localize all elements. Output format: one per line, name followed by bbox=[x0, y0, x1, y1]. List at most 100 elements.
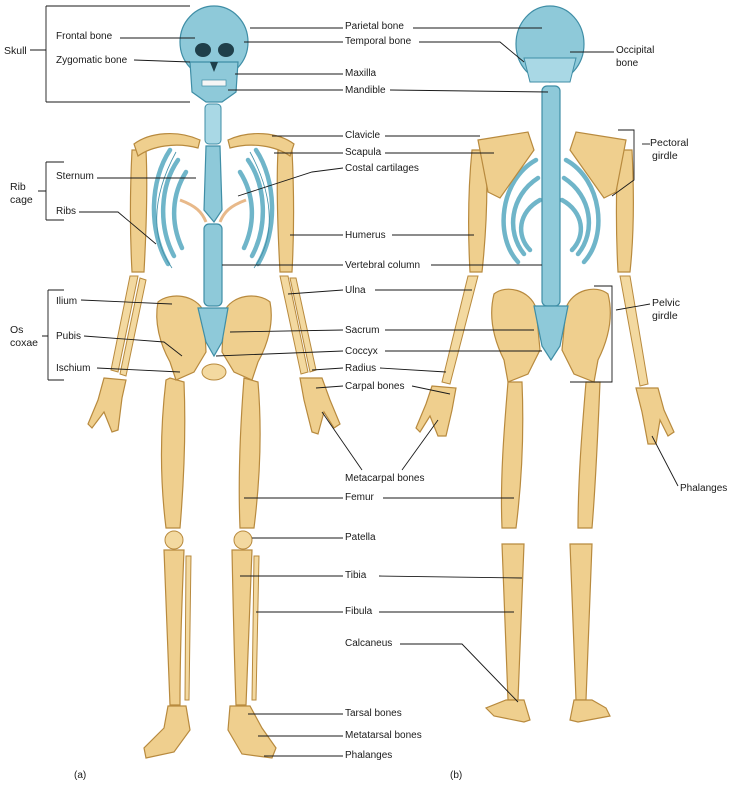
anterior-tibia-right bbox=[231, 549, 253, 706]
posterior-hand-right bbox=[635, 387, 675, 445]
label-phalanges-hand: Phalanges bbox=[680, 483, 727, 494]
anterior-pubic-symphysis bbox=[201, 363, 227, 381]
label-ribs: Ribs bbox=[56, 206, 76, 217]
anterior-os-coxae-right bbox=[221, 295, 272, 381]
label-ulna: Ulna bbox=[345, 285, 366, 296]
label-temporal-bone: Temporal bone bbox=[345, 36, 412, 47]
posterior-femur-left bbox=[500, 381, 524, 529]
posterior-skull bbox=[515, 5, 585, 83]
anterior-tibia-left bbox=[163, 549, 185, 706]
anterior-patella-left bbox=[164, 530, 184, 550]
group-labels: Skull Rib cage Os coxae Pectoral girdle … bbox=[4, 45, 689, 349]
posterior-femur-right bbox=[577, 381, 601, 529]
anterior-patella-right bbox=[233, 530, 253, 550]
anterior-rib-cage bbox=[151, 145, 275, 269]
label-ischium: Ischium bbox=[56, 363, 90, 374]
anterior-forearm-right-a bbox=[279, 275, 309, 375]
panel-label-a: (a) bbox=[74, 770, 86, 781]
posterior-os-coxae-right bbox=[561, 288, 611, 383]
label-carpal-bones: Carpal bones bbox=[345, 381, 404, 392]
group-label-os-coxae-line1: Os bbox=[10, 324, 23, 336]
posterior-pelvis bbox=[491, 288, 611, 383]
anterior-shoulders bbox=[133, 133, 295, 157]
posterior-hand-left bbox=[415, 385, 457, 437]
posterior-os-coxae-left bbox=[491, 288, 541, 383]
anterior-pelvis bbox=[156, 295, 272, 381]
label-radius: Radius bbox=[345, 363, 376, 374]
label-coccyx: Coccyx bbox=[345, 346, 378, 357]
posterior-scapula-right bbox=[569, 131, 627, 199]
posterior-tibia-right bbox=[569, 543, 593, 701]
anterior-femur-left bbox=[160, 377, 186, 529]
label-humerus: Humerus bbox=[345, 230, 386, 241]
panel-label-b: (b) bbox=[450, 770, 462, 781]
anterior-skeleton bbox=[87, 5, 341, 759]
label-calcaneus: Calcaneus bbox=[345, 638, 392, 649]
anterior-hand-right bbox=[299, 377, 341, 435]
anterior-foot-right bbox=[227, 705, 277, 759]
posterior-spine bbox=[533, 85, 569, 362]
anterior-fibula-right bbox=[251, 555, 260, 701]
anterior-sacrum bbox=[197, 307, 229, 358]
label-metacarpal-bones: Metacarpal bones bbox=[345, 473, 425, 484]
group-label-pectoral-line1: Pectoral bbox=[650, 137, 689, 149]
panel-labels: (a) (b) bbox=[74, 770, 462, 781]
anterior-fibula-left bbox=[184, 555, 192, 701]
anterior-sternum bbox=[203, 145, 223, 224]
left-bone-labels: Frontal bone Zygomatic bone Sternum Ribs… bbox=[56, 31, 128, 374]
group-label-pectoral-line2: girdle bbox=[652, 150, 678, 162]
label-occipital-line1: Occipital bbox=[616, 45, 654, 56]
anterior-hand-left bbox=[87, 377, 127, 433]
label-fibula: Fibula bbox=[345, 606, 373, 617]
posterior-foot-left bbox=[484, 699, 531, 723]
label-phalanges-foot: Phalanges bbox=[345, 750, 392, 761]
label-costal-cartilages: Costal cartilages bbox=[345, 163, 419, 174]
label-patella: Patella bbox=[345, 532, 376, 543]
posterior-rib-cage bbox=[501, 157, 601, 265]
label-femur: Femur bbox=[345, 492, 375, 503]
label-tarsal-bones: Tarsal bones bbox=[345, 708, 402, 719]
label-vertebral-column: Vertebral column bbox=[345, 260, 420, 271]
anterior-skull bbox=[179, 5, 249, 103]
anterior-clavicle-left bbox=[133, 133, 201, 157]
right-bone-labels: Occipital bone Phalanges bbox=[616, 45, 727, 494]
anterior-clavicle-right bbox=[227, 133, 295, 157]
label-tibia: Tibia bbox=[345, 570, 367, 581]
center-bone-labels: Parietal bone Temporal bone Maxilla Mand… bbox=[345, 21, 425, 761]
label-sternum: Sternum bbox=[56, 171, 94, 182]
group-label-rib-cage-line1: Rib bbox=[10, 181, 26, 193]
label-zygomatic-bone: Zygomatic bone bbox=[56, 55, 128, 66]
leader-lines bbox=[30, 5, 679, 757]
group-label-rib-cage-line2: cage bbox=[10, 194, 33, 206]
label-metatarsal-bones: Metatarsal bones bbox=[345, 730, 422, 741]
label-scapula: Scapula bbox=[345, 147, 382, 158]
posterior-skeleton bbox=[415, 5, 675, 723]
posterior-legs bbox=[484, 381, 611, 723]
label-pubis: Pubis bbox=[56, 331, 81, 342]
anterior-humerus-right bbox=[276, 149, 295, 273]
anterior-femur-right bbox=[238, 377, 261, 529]
posterior-foot-right bbox=[569, 699, 611, 723]
anterior-os-coxae-left bbox=[156, 295, 207, 381]
group-label-skull: Skull bbox=[4, 45, 27, 57]
label-sacrum: Sacrum bbox=[345, 325, 379, 336]
posterior-scapulae bbox=[477, 131, 627, 199]
anterior-spine bbox=[197, 103, 229, 358]
label-ilium: Ilium bbox=[56, 296, 77, 307]
anterior-legs bbox=[143, 377, 277, 759]
label-maxilla: Maxilla bbox=[345, 68, 377, 79]
label-parietal-bone: Parietal bone bbox=[345, 21, 404, 32]
group-label-pelvic-line2: girdle bbox=[652, 310, 678, 322]
group-label-os-coxae-line2: coxae bbox=[10, 337, 38, 349]
anterior-foot-left bbox=[143, 705, 191, 759]
group-label-pelvic-line1: Pelvic bbox=[652, 297, 680, 309]
label-clavicle: Clavicle bbox=[345, 130, 380, 141]
label-frontal-bone: Frontal bone bbox=[56, 31, 113, 42]
label-occipital-line2: bone bbox=[616, 58, 639, 69]
posterior-tibia-left bbox=[501, 543, 525, 701]
label-mandible: Mandible bbox=[345, 85, 386, 96]
posterior-scapula-left bbox=[477, 131, 535, 199]
anterior-humerus-left bbox=[129, 149, 148, 273]
